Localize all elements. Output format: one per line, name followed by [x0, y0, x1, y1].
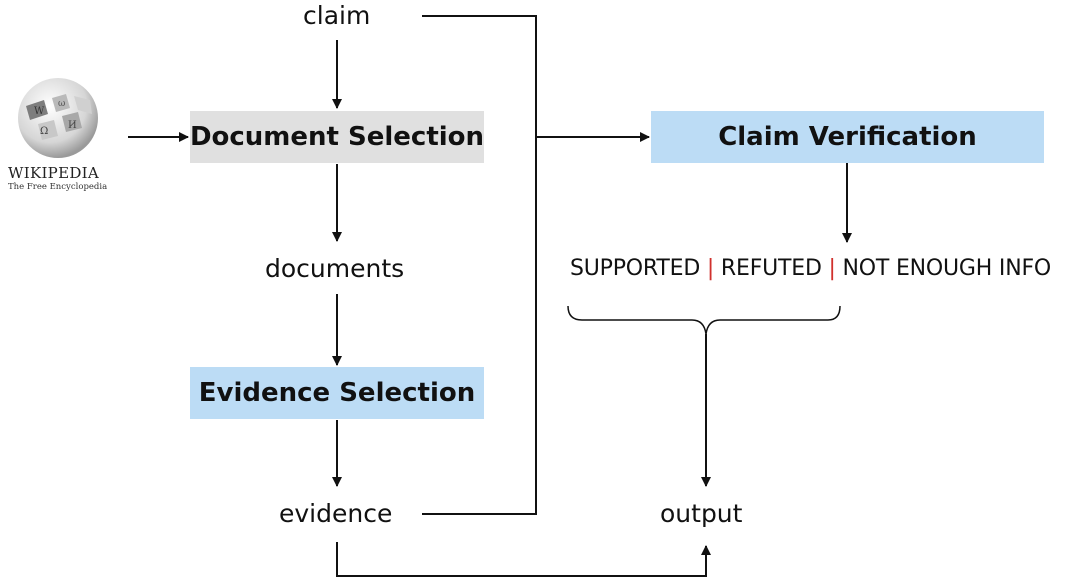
node-document-selection: Document Selection [190, 111, 484, 163]
node-evidence: evidence [279, 499, 393, 528]
wikipedia-tagline: The Free Encyclopedia [8, 182, 108, 192]
verdict-labels: SUPPORTED | REFUTED | NOT ENOUGH INFO [570, 254, 1051, 284]
wikipedia-wordmark: WIKIPEDIA [8, 164, 100, 182]
svg-text:И: И [68, 120, 77, 131]
wikipedia-logo: W Ω И ω WIKIPEDIA The Free Encyclopedia [0, 78, 126, 202]
connector-claim-evidence-bracket [422, 15, 537, 515]
label-supported: SUPPORTED [570, 256, 701, 281]
label-separator: | [828, 256, 836, 281]
node-claim-verification: Claim Verification [651, 111, 1044, 163]
svg-text:ω: ω [58, 99, 65, 109]
labels-curly-brace [567, 305, 841, 335]
node-output: output [660, 499, 743, 528]
label-refuted: REFUTED [720, 256, 822, 281]
node-evidence-selection: Evidence Selection [190, 367, 484, 419]
node-documents: documents [265, 254, 405, 283]
node-claim: claim [303, 1, 371, 30]
label-not-enough-info: NOT ENOUGH INFO [842, 256, 1052, 281]
svg-text:W: W [34, 106, 45, 117]
label-separator: | [706, 256, 715, 281]
arrow-evidence-to-output [336, 542, 711, 577]
wikipedia-globe-icon: W Ω И ω [18, 78, 98, 158]
svg-text:Ω: Ω [40, 126, 48, 137]
